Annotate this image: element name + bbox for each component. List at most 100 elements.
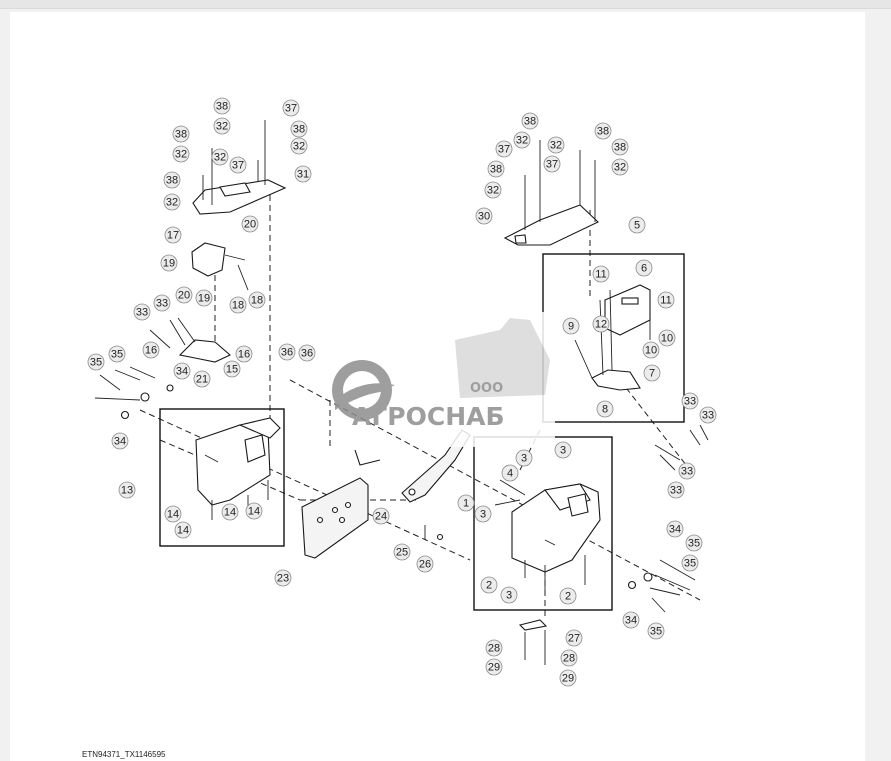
callout-number: 27 <box>568 633 580 645</box>
callout-number: 36 <box>281 347 293 359</box>
callout-c33a: 33 <box>133 303 151 321</box>
callout-c24: 24 <box>372 507 390 525</box>
agrosnab-watermark: ООО АГРОСНАБ <box>332 312 555 447</box>
callout-c14c: 14 <box>174 521 192 539</box>
callout-c18b: 18 <box>248 291 266 309</box>
callout-number: 18 <box>251 295 263 307</box>
bolts-35-right <box>627 559 696 613</box>
part-30-plate <box>503 140 599 246</box>
callout-number: 10 <box>645 345 657 357</box>
callout-c27: 27 <box>565 629 583 647</box>
callout-number: 31 <box>297 169 309 181</box>
callout-number: 26 <box>419 559 431 571</box>
callout-c37c: 37 <box>495 140 513 158</box>
callout-number: 3 <box>506 590 512 602</box>
callout-number: 20 <box>244 219 256 231</box>
callout-c10a: 10 <box>658 329 676 347</box>
callout-c32e: 32 <box>211 148 229 166</box>
callout-c16b: 16 <box>235 345 253 363</box>
callout-number: 32 <box>516 135 528 147</box>
part-24-arm <box>401 429 471 541</box>
callout-number: 24 <box>375 511 387 523</box>
bolts-35-left <box>94 366 174 420</box>
callout-c28b: 28 <box>560 649 578 667</box>
part-31-plate <box>192 120 287 215</box>
callout-c33f: 33 <box>667 481 685 499</box>
callout-number: 5 <box>634 220 640 232</box>
callout-number: 15 <box>226 364 238 376</box>
callout-number: 32 <box>550 140 562 152</box>
part-5-assembly <box>574 284 651 391</box>
callout-c17: 17 <box>164 226 182 244</box>
callout-number: 38 <box>597 126 609 138</box>
callout-c8: 8 <box>596 400 614 418</box>
callout-number: 28 <box>488 643 500 655</box>
callout-c34c: 34 <box>666 520 684 538</box>
callout-c32a: 32 <box>213 117 231 135</box>
callout-number: 38 <box>614 142 626 154</box>
callout-number: 32 <box>214 152 226 164</box>
callout-number: 37 <box>498 144 510 156</box>
callout-c30: 30 <box>475 207 493 225</box>
callout-number: 11 <box>660 295 671 307</box>
callout-c33e: 33 <box>678 462 696 480</box>
callout-c3d: 3 <box>500 586 518 604</box>
callout-c32i: 32 <box>484 181 502 199</box>
callout-number: 19 <box>163 258 175 270</box>
callout-number: 16 <box>238 349 250 361</box>
callout-number: 29 <box>562 673 574 685</box>
callout-c13: 13 <box>118 481 136 499</box>
callout-number: 33 <box>684 396 696 408</box>
callout-number: 23 <box>277 573 289 585</box>
callout-c38g: 38 <box>611 138 629 156</box>
callout-c1: 1 <box>457 494 475 512</box>
callout-number: 32 <box>293 141 305 153</box>
callout-number: 32 <box>166 197 178 209</box>
callout-number: 34 <box>176 366 188 378</box>
callout-c38h: 38 <box>487 160 505 178</box>
callout-c10b: 10 <box>642 341 660 359</box>
part-1-housing <box>494 479 601 590</box>
callout-number: 34 <box>114 436 126 448</box>
callout-number: 35 <box>111 349 123 361</box>
callout-number: 38 <box>166 175 178 187</box>
callout-number: 38 <box>175 129 187 141</box>
callout-number: 20 <box>178 290 190 302</box>
callout-number: 32 <box>216 121 228 133</box>
callout-number: 37 <box>285 103 297 115</box>
callout-number: 35 <box>90 357 102 369</box>
callout-number: 9 <box>568 321 574 333</box>
callout-c37d: 37 <box>543 155 561 173</box>
callout-number: 8 <box>602 404 608 416</box>
callout-c20a: 20 <box>241 215 259 233</box>
callout-c32b: 32 <box>172 145 190 163</box>
callout-number: 3 <box>560 445 566 457</box>
callout-c29a: 29 <box>485 658 503 676</box>
part-15-bracket <box>149 317 232 363</box>
callout-c3b: 3 <box>515 449 533 467</box>
callout-c32f: 32 <box>513 131 531 149</box>
callout-c11b: 11 <box>657 291 675 309</box>
callout-c31: 31 <box>294 165 312 183</box>
callout-c14d: 14 <box>245 502 263 520</box>
part-23-plate <box>301 449 381 559</box>
callout-c38a: 38 <box>213 97 231 115</box>
callout-c9: 9 <box>562 317 580 335</box>
figure-code: ETN94371_TX1146595 <box>82 750 166 759</box>
callout-number: 18 <box>232 300 244 312</box>
callout-number: 3 <box>480 509 486 521</box>
callout-c2a: 2 <box>480 576 498 594</box>
callout-c28a: 28 <box>485 639 503 657</box>
callout-number: 12 <box>595 319 607 331</box>
callout-number: 33 <box>670 485 682 497</box>
callout-c38d: 38 <box>163 171 181 189</box>
callout-number: 1 <box>463 498 469 510</box>
callout-number: 38 <box>293 124 305 136</box>
callout-c14a: 14 <box>164 505 182 523</box>
callout-number: 14 <box>248 506 260 518</box>
callout-c23: 23 <box>274 569 292 587</box>
callout-c34d: 34 <box>622 611 640 629</box>
callout-c35a: 35 <box>87 353 105 371</box>
callout-c35d: 35 <box>681 554 699 572</box>
